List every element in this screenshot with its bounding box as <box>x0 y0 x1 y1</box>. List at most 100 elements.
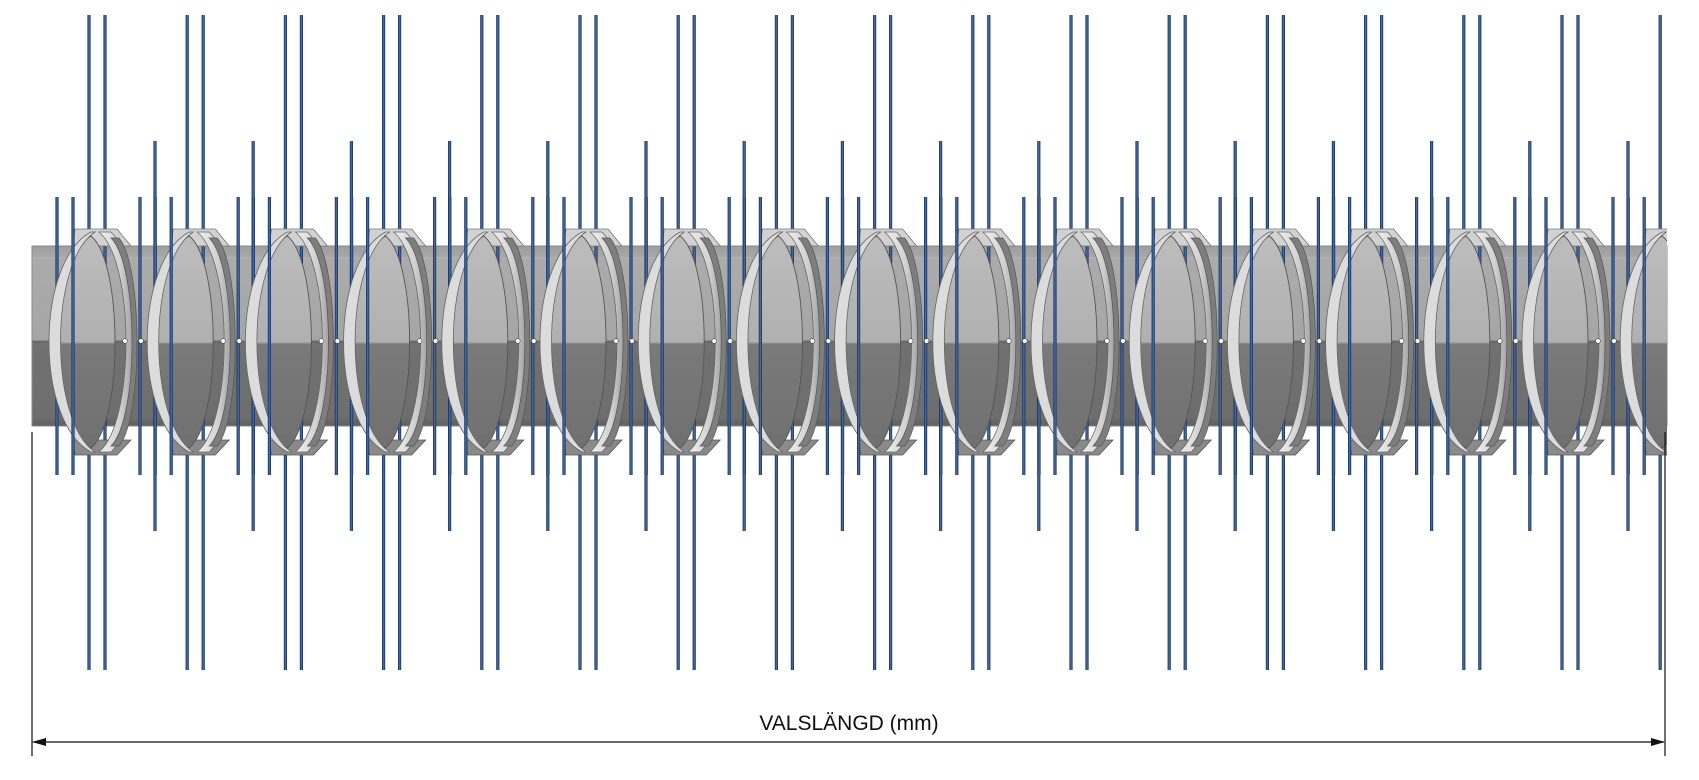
tine <box>924 197 928 475</box>
disc-rim-left <box>245 231 293 453</box>
tine <box>660 197 664 475</box>
disc-rim-right <box>1670 232 1699 452</box>
tine <box>267 197 271 475</box>
disc-rim-left <box>1227 231 1275 453</box>
tine <box>366 197 370 475</box>
disc-rim-shadow <box>1484 237 1513 447</box>
hub-bolt <box>122 338 128 344</box>
disc-module <box>736 15 844 670</box>
disc-rim-left <box>441 231 490 453</box>
disc-rim-shadow <box>1190 237 1218 447</box>
disc-assembly <box>48 15 1699 670</box>
disc-rim-shadow <box>699 237 727 447</box>
hub-bolt <box>531 338 537 344</box>
tine <box>531 197 535 475</box>
disc-rim-left <box>539 231 588 453</box>
hub-bolt <box>1104 338 1110 344</box>
disc-module <box>1030 15 1139 670</box>
hub-bolt <box>727 338 733 344</box>
disc-module <box>1325 15 1434 670</box>
disc-module <box>1423 15 1532 670</box>
disc-module <box>1128 15 1237 670</box>
hub-bolt <box>1300 338 1307 344</box>
tine <box>955 197 959 475</box>
tine <box>169 197 173 475</box>
hub-bolt <box>1497 338 1503 344</box>
tine <box>825 197 829 475</box>
disc-rim-shadow <box>895 237 923 447</box>
disc-module <box>441 15 550 670</box>
tine <box>857 197 861 475</box>
disc-rim-left <box>1619 231 1667 453</box>
hub-bolt <box>220 338 226 344</box>
disc-rim-shadow <box>404 237 432 447</box>
tine <box>1151 197 1155 475</box>
hub-bolt <box>923 338 930 344</box>
disc-module <box>245 15 353 670</box>
tine <box>1053 197 1057 475</box>
disc-module <box>834 15 943 670</box>
tine <box>334 197 338 475</box>
disc-module <box>932 15 1041 670</box>
disc-rim-left <box>1030 231 1079 453</box>
disc-module <box>1227 15 1335 670</box>
hub-bolt <box>1006 338 1012 344</box>
disc-module <box>146 15 255 670</box>
hub-bolt <box>1595 338 1601 344</box>
hub-bolt <box>1611 338 1617 344</box>
tine <box>1415 197 1419 475</box>
disc-module <box>539 15 648 670</box>
disc-rim-left <box>146 231 195 453</box>
disc-rim-shadow <box>1583 237 1611 447</box>
hub-bolt <box>1316 338 1323 344</box>
disc-rim-shadow <box>110 237 138 447</box>
disc-module <box>637 15 746 670</box>
hub-bolt <box>825 338 832 344</box>
tine <box>1544 197 1548 475</box>
tine <box>1611 197 1615 475</box>
disc-rim-shadow <box>993 237 1022 447</box>
disc-rim-shadow <box>502 237 531 447</box>
disc-module <box>48 15 157 670</box>
hub-bolt <box>1513 338 1519 344</box>
tine <box>1022 197 1026 475</box>
disc-rim-shadow <box>306 237 334 447</box>
disc-module <box>1619 15 1699 670</box>
tine <box>1120 197 1124 475</box>
hub-bolt <box>236 338 242 344</box>
disc-rim-left <box>736 231 784 453</box>
disc-rim-shadow <box>208 237 236 447</box>
disc-rim-left <box>1325 231 1373 453</box>
tine <box>138 197 142 475</box>
hub-bolt <box>1202 338 1208 344</box>
tine <box>1348 197 1352 475</box>
tine <box>629 197 633 475</box>
hub-bolt <box>515 338 521 344</box>
disc-rim-left <box>1521 231 1570 453</box>
disc-rim-left <box>834 231 882 453</box>
tine <box>1249 197 1253 475</box>
disc-rim-shadow <box>1288 237 1316 447</box>
disc-rim-left <box>932 231 981 453</box>
disc-rim-left <box>343 231 391 453</box>
disc-rim-shadow <box>1386 237 1414 447</box>
hub-bolt <box>613 338 619 344</box>
tine <box>562 197 566 475</box>
tine <box>1218 197 1222 475</box>
disc-rim-shadow <box>1682 238 1699 446</box>
disc-rim-left <box>48 231 97 453</box>
hub-bolt <box>1398 338 1405 344</box>
tine <box>1675 15 1678 670</box>
tine <box>71 197 75 475</box>
dimension-label: VALSLÄNGD (mm) <box>759 712 938 735</box>
disc-rim-shadow <box>1092 237 1120 447</box>
hub-bolt <box>416 338 423 344</box>
hub-bolt <box>138 338 144 344</box>
disc-rim-left <box>1128 231 1177 453</box>
hub-bolt <box>1218 338 1224 344</box>
tine <box>464 197 468 475</box>
hub-bolt <box>1694 339 1699 344</box>
disc-rim-left <box>1423 231 1472 453</box>
length-dimension: VALSLÄNGD (mm) <box>31 432 1666 756</box>
